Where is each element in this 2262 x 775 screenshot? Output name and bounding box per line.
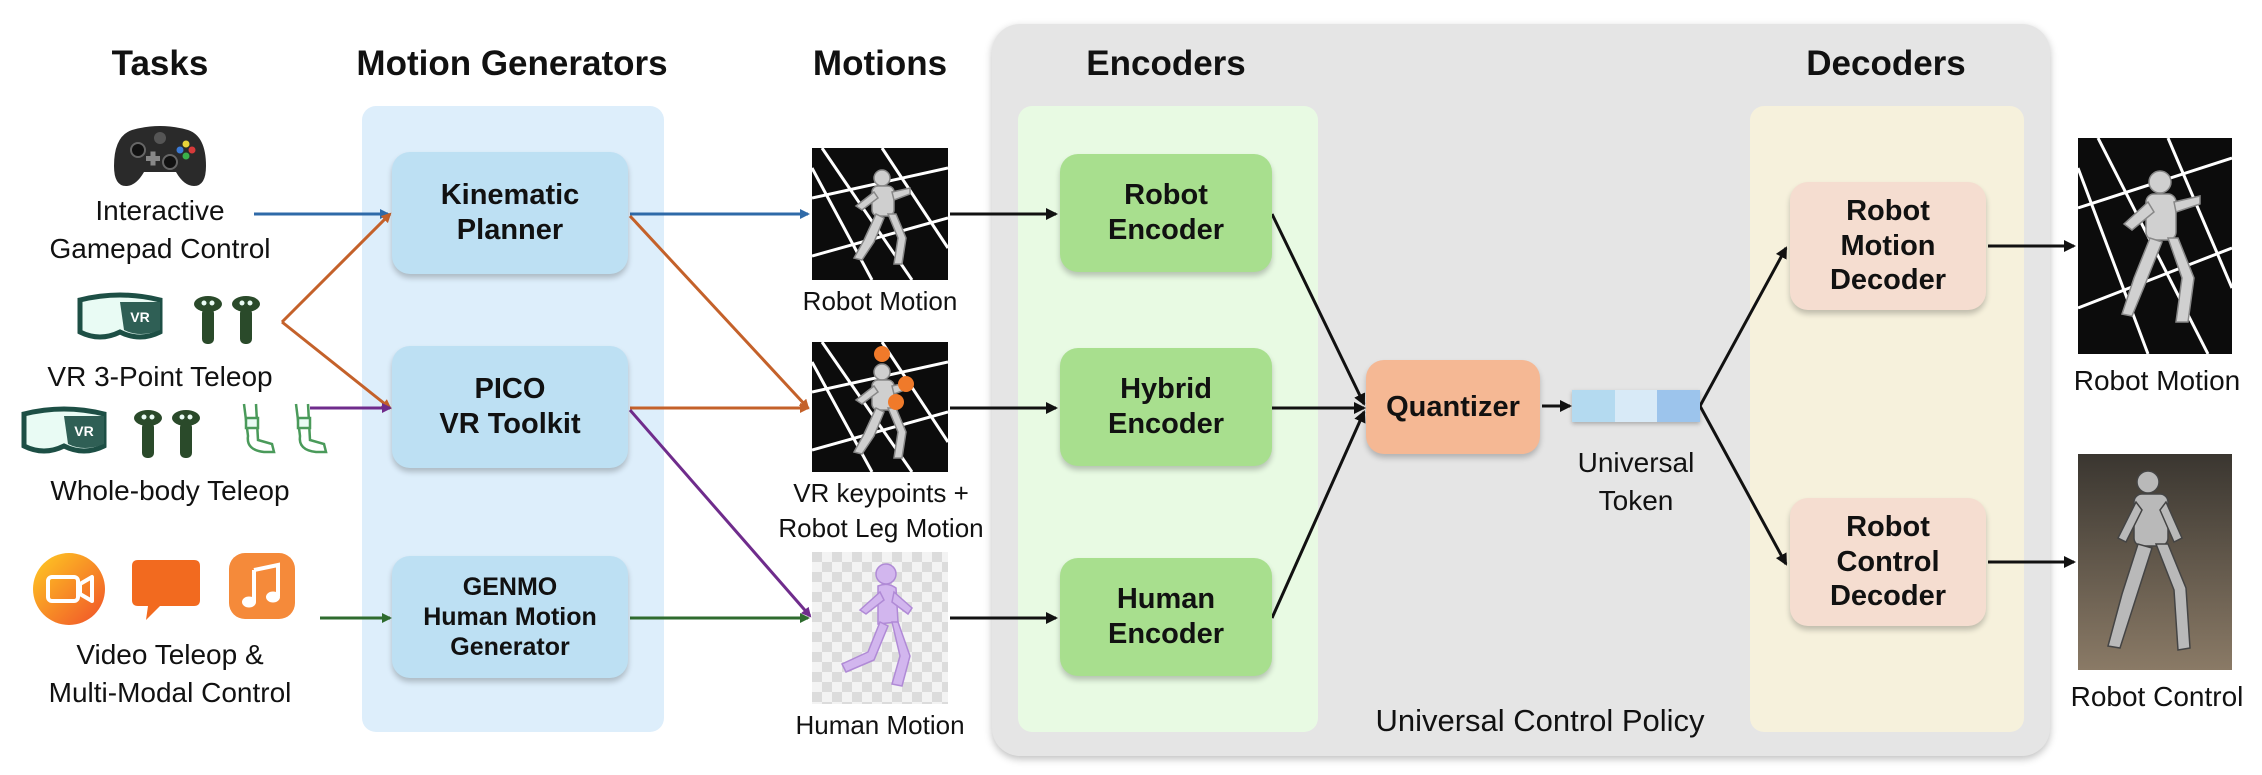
robot-motion-decoder-box: Robot Motion Decoder: [1790, 182, 1986, 310]
arrow-vr3-kinematic: [280, 212, 392, 324]
heading-tasks: Tasks: [111, 44, 209, 83]
token-segment-2: [1614, 390, 1658, 422]
arrow-human-encoder-quantizer: [1270, 410, 1366, 619]
robot-control-decoder-box: Robot Control Decoder: [1790, 498, 1986, 626]
arrow-token-control-decoder: [1698, 405, 1788, 566]
motion-human-label: Human Motion: [795, 710, 965, 740]
vr-controller-icon: [194, 296, 260, 344]
token-segment-3: [1657, 390, 1701, 422]
human-encoder-box: Human Encoder: [1060, 558, 1272, 676]
arrow-pico-human-motion: [628, 409, 812, 618]
quantizer-box: Quantizer: [1366, 360, 1540, 454]
motion-vr-label: VR keypoints + Robot Leg Motion: [778, 478, 984, 544]
chat-icon: [132, 560, 200, 620]
task-wholebody-label: Whole-body Teleop: [50, 475, 290, 506]
arrow-vr3-pico: [281, 320, 392, 410]
heading-motion-generators: Motion Generators: [356, 44, 668, 83]
motion-robot-label: Robot Motion: [802, 286, 958, 316]
vr-keypoints-thumbnail: [812, 342, 948, 472]
output-robot-motion-label: Robot Motion: [2073, 365, 2241, 396]
music-icon: [229, 553, 295, 619]
arrow-robot-encoder-quantizer: [1270, 213, 1366, 406]
task-vr3-label: VR 3-Point Teleop: [47, 361, 273, 392]
output-robot-control-thumbnail: [2078, 454, 2232, 670]
universal-token: [1572, 390, 1701, 422]
genmo-generator-box: GENMO Human Motion Generator: [392, 556, 628, 678]
pico-vr-toolkit-box: PICO VR Toolkit: [392, 346, 628, 468]
output-robot-control-label: Robot Control: [2070, 681, 2244, 712]
kinematic-planner-box: Kinematic Planner: [392, 152, 628, 274]
robot-motion-thumbnail: [812, 148, 948, 280]
policy-label: Universal Control Policy: [1375, 703, 1705, 738]
gamepad-icon: [114, 126, 206, 186]
video-icon: [33, 553, 105, 625]
robot-encoder-box: Robot Encoder: [1060, 154, 1272, 272]
svg-text:VR: VR: [74, 423, 93, 439]
heading-motions: Motions: [812, 44, 948, 83]
arrow-token-motion-decoder: [1698, 246, 1788, 407]
task-video-label: Video Teleop & Multi-Modal Control: [48, 639, 292, 708]
heading-decoders: Decoders: [1806, 44, 1966, 83]
human-motion-thumbnail: [812, 552, 948, 704]
arrow-kinematic-vr-motion: [628, 214, 810, 410]
vr-controller-icon-2: [134, 410, 200, 458]
hybrid-encoder-box: Hybrid Encoder: [1060, 348, 1272, 466]
vr-headset-icon: VR: [77, 292, 163, 340]
vr-headset-icon-2: VR: [21, 406, 107, 454]
foot-tracker-icon: [242, 403, 328, 454]
output-robot-motion-thumbnail: [2078, 138, 2232, 354]
svg-text:VR: VR: [130, 309, 149, 325]
task-gamepad-label: Interactive Gamepad Control: [49, 195, 271, 264]
token-label: Universal Token: [1577, 447, 1695, 516]
token-segment-1: [1572, 390, 1615, 422]
heading-encoders: Encoders: [1086, 44, 1246, 83]
